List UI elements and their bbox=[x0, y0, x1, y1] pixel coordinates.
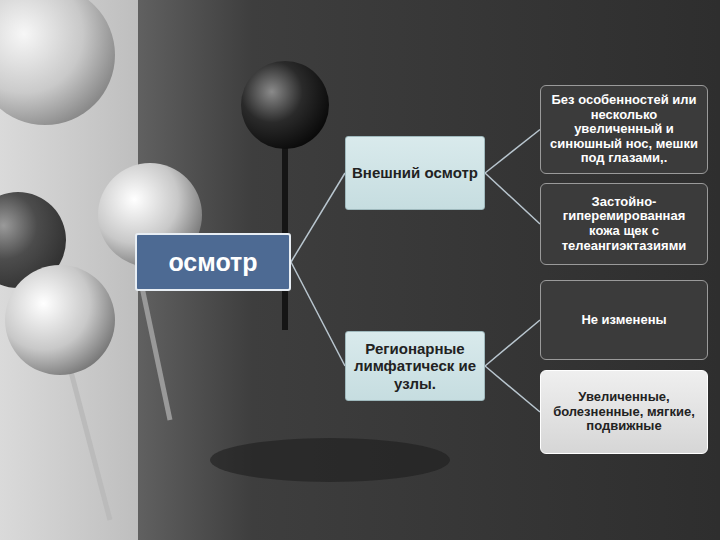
connector-stroke bbox=[485, 130, 540, 174]
connector-line bbox=[485, 366, 540, 412]
category-box: Регионарные лимфатическ ие узлы. bbox=[345, 331, 485, 401]
connector-line bbox=[291, 262, 345, 366]
pin-head bbox=[0, 0, 115, 125]
node-text: Регионарные лимфатическ ие узлы. bbox=[350, 340, 480, 392]
node-text: Без особенностей или несколько увеличенн… bbox=[547, 93, 701, 166]
pin-head bbox=[241, 61, 329, 149]
node-text: осмотр bbox=[168, 248, 257, 277]
connector-stroke bbox=[291, 262, 345, 366]
root-box: осмотр bbox=[135, 233, 291, 291]
node-text: Внешний осмотр bbox=[352, 164, 478, 181]
category-box: Внешний осмотр bbox=[345, 136, 485, 210]
connector-stroke bbox=[291, 173, 345, 262]
pin-shadow bbox=[210, 438, 450, 482]
connector-stroke bbox=[485, 320, 540, 366]
node-text: Застойно-гиперемированная кожа щек с тел… bbox=[547, 195, 701, 253]
connector-stroke bbox=[485, 366, 540, 412]
connector-line bbox=[485, 173, 540, 224]
finding-box: Увеличенные, болезненные, мягкие, подвиж… bbox=[540, 370, 708, 454]
node-text: Не изменены bbox=[581, 313, 666, 328]
node-text: Увеличенные, болезненные, мягкие, подвиж… bbox=[547, 390, 701, 434]
connector-stroke bbox=[485, 173, 540, 224]
finding-box: Застойно-гиперемированная кожа щек с тел… bbox=[540, 183, 708, 265]
connector-line bbox=[485, 130, 540, 174]
connector-line bbox=[291, 173, 345, 262]
finding-box: Не изменены bbox=[540, 280, 708, 360]
connector-line bbox=[485, 320, 540, 366]
finding-box: Без особенностей или несколько увеличенн… bbox=[540, 85, 708, 174]
pin-head bbox=[5, 265, 115, 375]
